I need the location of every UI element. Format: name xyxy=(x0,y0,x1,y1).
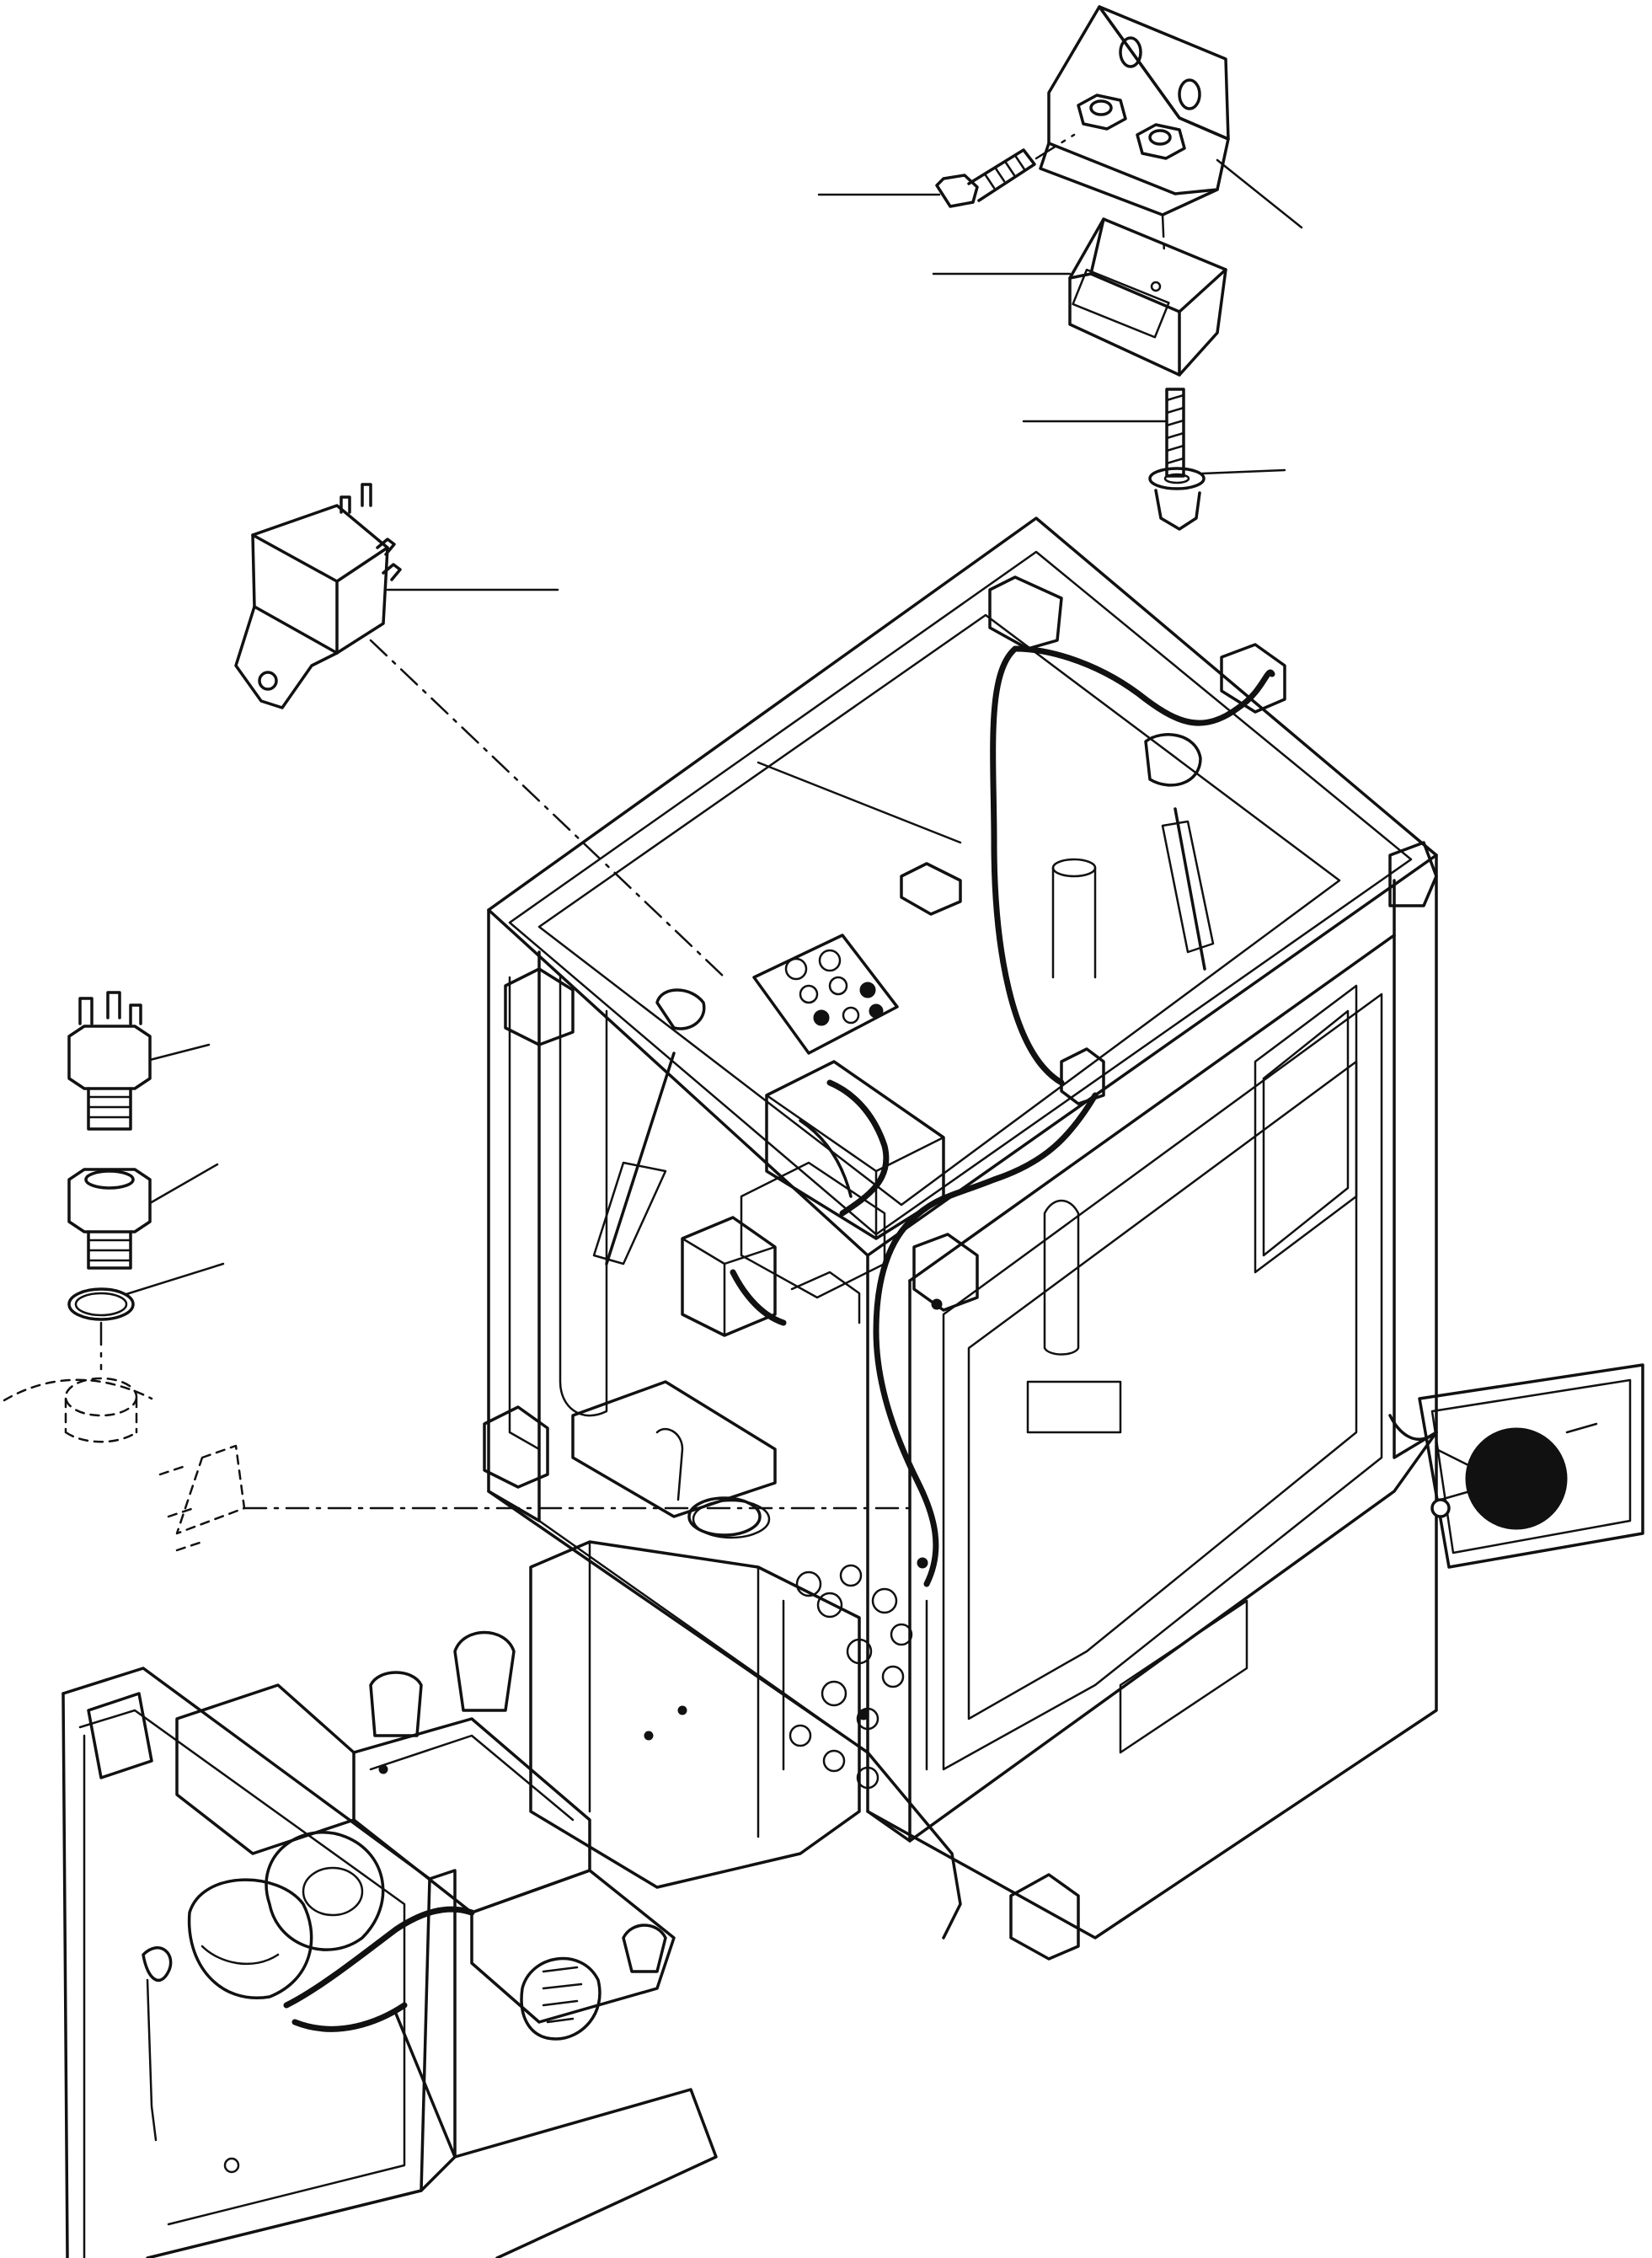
mounting-bracket xyxy=(1039,5,1230,217)
bolt-lower xyxy=(1165,388,1185,478)
o-ring xyxy=(67,1287,135,1321)
engine xyxy=(142,1499,861,2174)
adapter-leader xyxy=(148,1163,219,1205)
switch-leader xyxy=(148,1043,211,1062)
switch-panel xyxy=(752,934,899,1055)
o-ring-leader xyxy=(125,1262,225,1296)
relay-box xyxy=(1068,213,1227,377)
washer xyxy=(1148,467,1206,531)
valve-cluster xyxy=(378,1380,928,1790)
bolt-upper xyxy=(935,133,1076,208)
heater-unit xyxy=(1388,1363,1644,1569)
wire-harness xyxy=(730,645,1275,1587)
leader-lines-upper xyxy=(817,158,1303,475)
cab-frame xyxy=(483,516,1438,1961)
connector-blocks xyxy=(655,643,1286,1312)
relay xyxy=(234,483,726,979)
nut-icon xyxy=(1077,94,1127,131)
nut-icon xyxy=(1136,123,1186,160)
port-fitting xyxy=(3,1321,246,1552)
pressure-switch xyxy=(67,991,152,1131)
adapter xyxy=(67,1168,152,1270)
